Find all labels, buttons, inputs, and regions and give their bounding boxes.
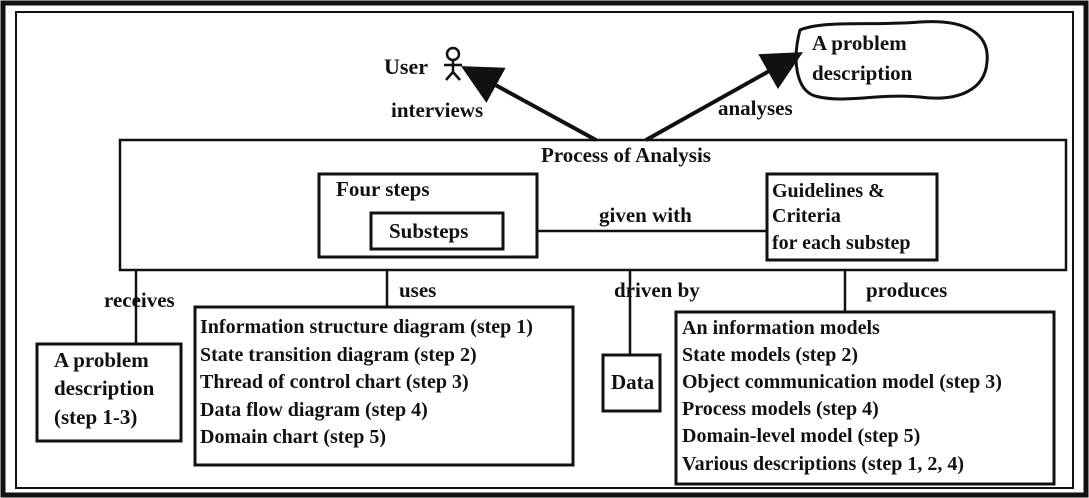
produces-item-2: State models (step 2)	[682, 344, 858, 366]
produces-item-5: Domain-level model (step 5)	[682, 425, 920, 447]
produces-item-1: An information models	[682, 317, 880, 339]
substeps-box	[369, 211, 505, 251]
produces-item-6: Various descriptions (step 1, 2, 4)	[682, 453, 964, 475]
problem-description-cloud	[794, 20, 989, 101]
substeps-label: Substeps	[389, 219, 468, 243]
uses-item-1: Information structure diagram (step 1)	[200, 316, 533, 338]
data-box	[601, 353, 662, 413]
interviews-arrow	[460, 66, 597, 142]
process-of-analysis-box	[118, 138, 1068, 272]
guidelines-line-3: for each substep	[772, 232, 911, 254]
user-icon	[444, 46, 462, 81]
uses-item-4: Data flow diagram (step 4)	[200, 399, 428, 421]
received-line-1: A problem	[54, 348, 149, 372]
received-line-2: description	[54, 376, 155, 400]
user-label: User	[384, 54, 428, 79]
analyses-label: analyses	[718, 96, 793, 120]
guidelines-line-2: Criteria	[772, 205, 841, 227]
uses-item-5: Domain chart (step 5)	[200, 426, 386, 448]
uses-label: uses	[399, 278, 436, 302]
driven-by-label: driven by	[614, 278, 700, 302]
interviews-label: interviews	[391, 98, 483, 122]
produces-box	[674, 310, 1056, 486]
given-with-label: given with	[599, 203, 692, 227]
cloud-line-1: A problem	[812, 31, 907, 55]
four-steps-label: Four steps	[336, 177, 430, 201]
guidelines-box	[765, 172, 939, 262]
cloud-line-2: description	[812, 61, 913, 85]
receives-label: receives	[104, 288, 175, 312]
data-label: Data	[611, 370, 655, 394]
uses-item-2: State transition diagram (step 2)	[200, 344, 477, 366]
produces-label: produces	[866, 278, 947, 302]
guidelines-line-1: Guidelines &	[772, 180, 885, 202]
analyses-arrow	[645, 52, 803, 142]
received-line-3: (step 1-3)	[54, 405, 137, 429]
received-problem-box	[35, 342, 183, 443]
produces-item-4: Process models (step 4)	[682, 398, 879, 420]
uses-item-3: Thread of control chart (step 3)	[200, 371, 469, 393]
produces-item-3: Object communication model (step 3)	[682, 371, 1002, 393]
process-title: Process of Analysis	[541, 143, 711, 167]
uses-box	[193, 305, 575, 467]
four-steps-box	[317, 172, 539, 259]
inner-border	[15, 11, 1074, 489]
